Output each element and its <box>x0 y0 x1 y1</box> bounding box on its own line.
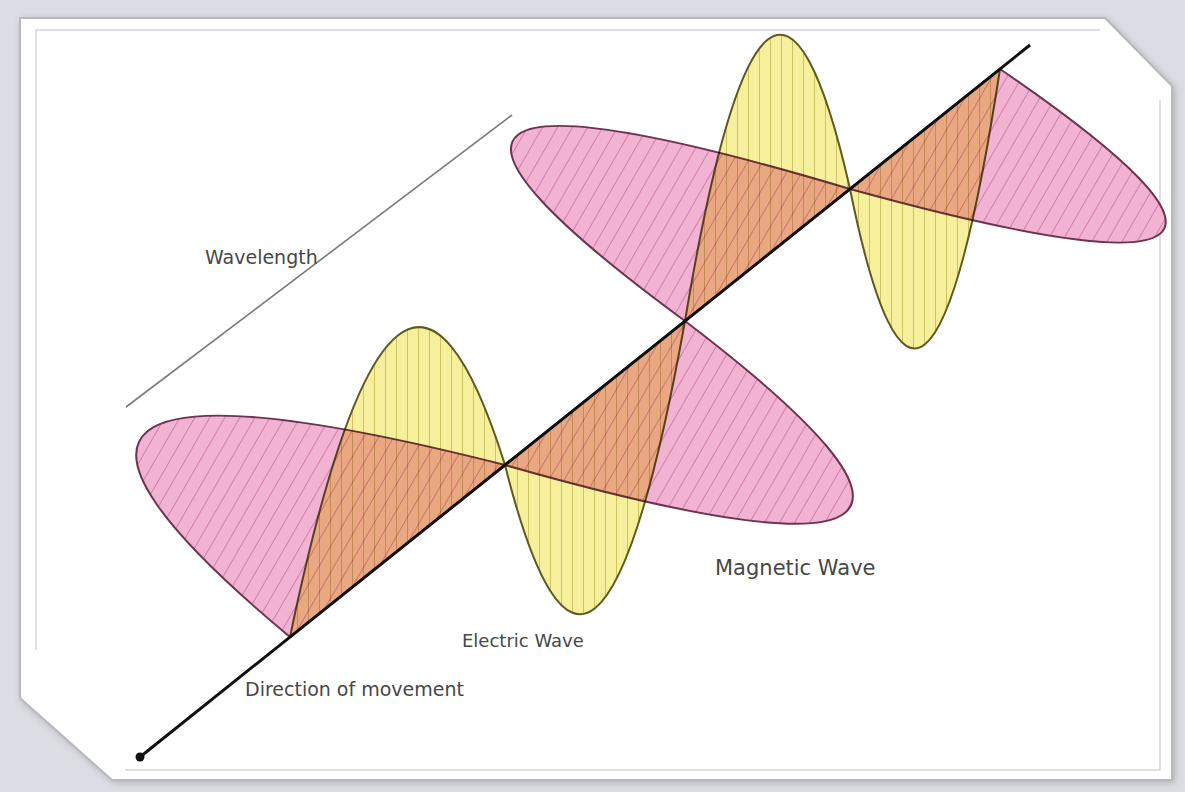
slide-frame <box>20 18 1172 780</box>
electric-lobe <box>685 35 850 321</box>
electric-lobe <box>505 321 685 614</box>
axis-label: Direction of movement <box>245 678 464 701</box>
propagation-axis <box>140 45 1030 757</box>
electric-lobe <box>850 69 1000 348</box>
wave-label: Electric Wave <box>462 630 584 652</box>
wavelength-label: Wavelength <box>205 246 318 269</box>
wave-label: Magnetic Wave <box>715 556 875 581</box>
inner-frame <box>36 30 1100 650</box>
axis-end-dot <box>136 753 145 762</box>
electric-lobe <box>290 327 505 637</box>
